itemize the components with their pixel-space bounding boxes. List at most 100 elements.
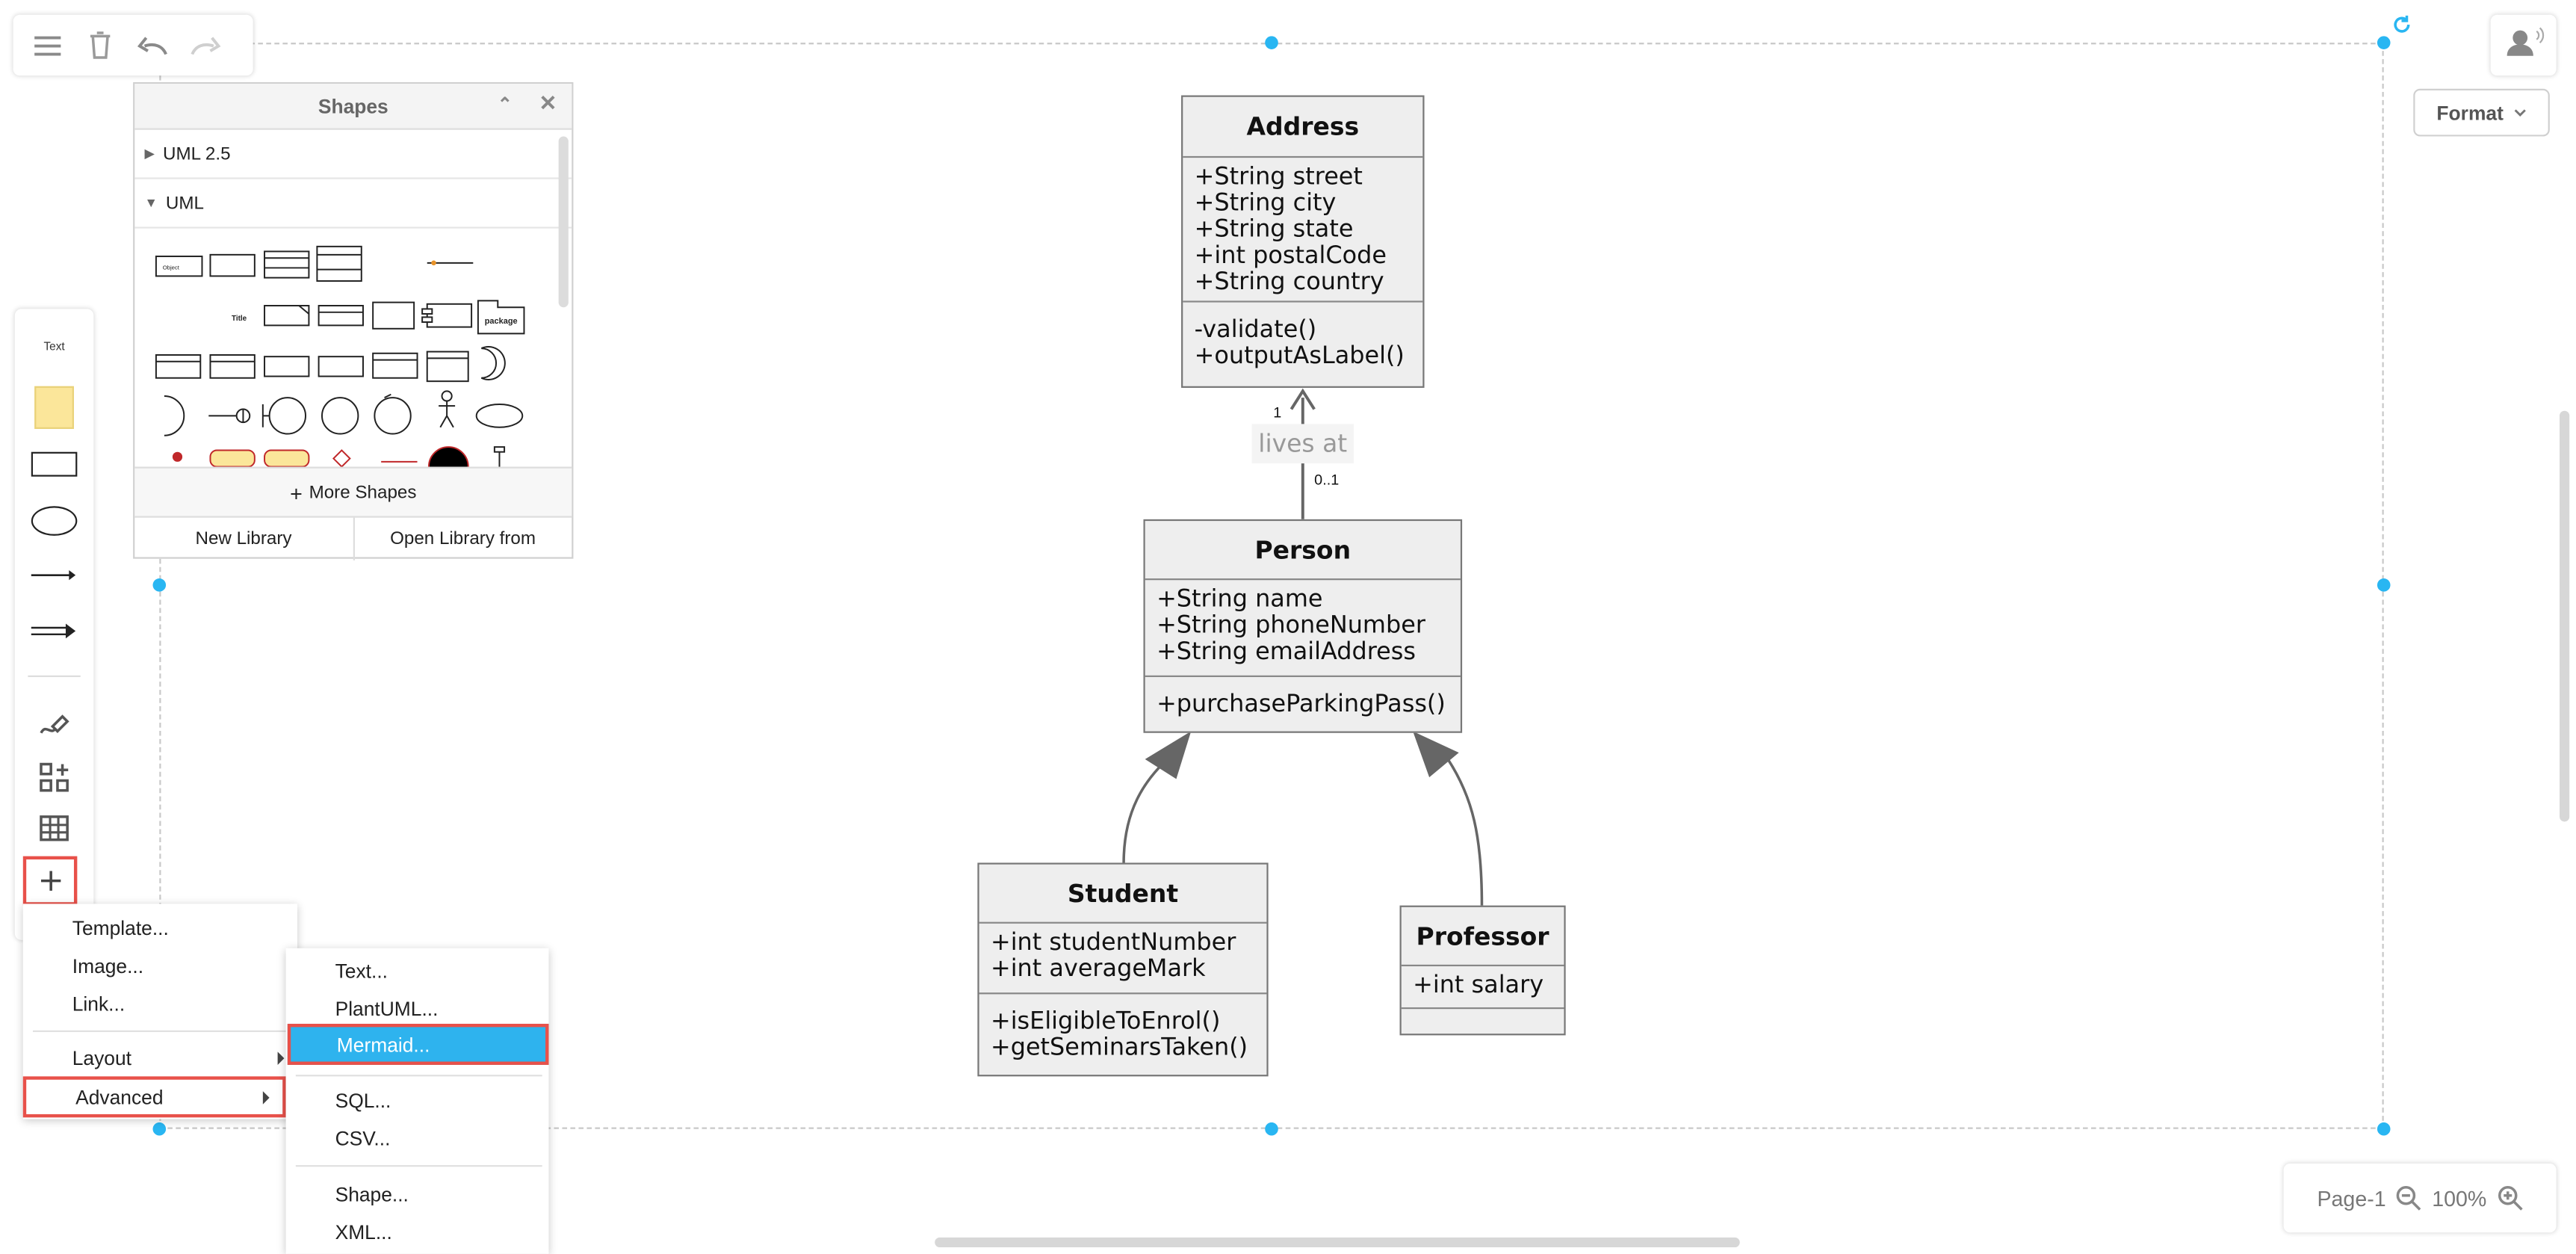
menu-item-csv[interactable]: CSV... [335, 1127, 391, 1151]
menu-item-plantuml[interactable]: PlantUML... [335, 997, 439, 1021]
collapse-arrow-icon: ▼ [144, 195, 158, 211]
line-tool[interactable] [15, 563, 94, 587]
resize-handle-right[interactable] [2377, 578, 2391, 592]
line-arrow-icon [31, 570, 76, 581]
insert-menu: Template... Image... Link... Layout Adva… [22, 904, 298, 1119]
class-person[interactable]: Person +String name +String phoneNumber … [1143, 519, 1463, 733]
rectangle-tool[interactable] [15, 447, 94, 480]
ellipse-tool[interactable] [15, 503, 94, 539]
chevron-down-icon [2514, 109, 2526, 117]
plus-icon: + [290, 481, 303, 506]
shapes-panel-title: Shapes [318, 94, 388, 118]
class-operations [1402, 1009, 1564, 1032]
resize-handle-bottom-right[interactable] [2377, 1122, 2391, 1136]
thumb-label: Object [163, 265, 180, 271]
attribute: +String city [1194, 191, 1337, 217]
shape-thumbnails: Object Title package [134, 230, 558, 549]
sticky-note-icon [34, 386, 74, 429]
insert-button[interactable] [22, 856, 78, 906]
class-operations: +isEligibleToEnrol() +getSeminarsTaken() [979, 994, 1267, 1068]
menu-separator [295, 1165, 542, 1167]
resize-handle-bottom[interactable] [1265, 1122, 1278, 1136]
resize-handle-left[interactable] [152, 578, 167, 592]
library-buttons: New Library Open Library from [134, 516, 572, 560]
class-operations: +purchaseParkingPass() [1145, 677, 1461, 725]
thumb-label: Title [232, 315, 247, 323]
attribute: +String state [1194, 217, 1354, 244]
panel-scrollbar[interactable] [558, 136, 569, 308]
attribute: +int averageMark [990, 956, 1206, 983]
menu-icon[interactable] [26, 24, 69, 67]
collapse-icon[interactable]: ⌃ [497, 95, 513, 115]
association-label[interactable]: lives at [1251, 424, 1354, 464]
rotate-icon[interactable] [2391, 13, 2414, 37]
pen-icon [40, 714, 69, 734]
sticky-note-tool[interactable] [15, 385, 94, 431]
format-button[interactable]: Format [2413, 88, 2550, 137]
zoom-in-icon[interactable] [2497, 1184, 2523, 1211]
zoom-out-icon[interactable] [2396, 1184, 2422, 1211]
class-attributes: +String name +String phoneNumber +String… [1145, 580, 1461, 677]
redo-icon[interactable] [184, 24, 226, 67]
menu-separator [32, 1030, 288, 1032]
menu-item-image[interactable]: Image... [72, 954, 144, 978]
class-student[interactable]: Student +int studentNumber +int averageM… [977, 862, 1269, 1077]
section-uml[interactable]: ▼ UML [134, 179, 572, 229]
resize-handle-bottom-left[interactable] [152, 1122, 167, 1136]
section-label: UML 2.5 [163, 143, 231, 164]
menu-item-shape[interactable]: Shape... [335, 1183, 409, 1207]
section-uml25[interactable]: ▶ UML 2.5 [134, 130, 572, 179]
horizontal-scrollbar[interactable] [935, 1237, 1740, 1248]
shapes-panel: Shapes ⌃ ✕ ▶ UML 2.5 ▼ UML [133, 81, 574, 560]
page-footer: Page-1 100% [2283, 1163, 2557, 1233]
share-button[interactable] [2490, 14, 2557, 76]
double-arrow-tool[interactable] [15, 620, 94, 643]
menu-item-mermaid[interactable]: Mermaid... [287, 1023, 549, 1065]
multiplicity-address: 1 [1273, 404, 1282, 421]
class-professor[interactable]: Professor +int salary [1399, 905, 1566, 1036]
menu-item-text[interactable]: Text... [335, 960, 388, 983]
table-tool[interactable] [15, 810, 94, 846]
class-attributes: +int studentNumber +int averageMark [979, 924, 1267, 995]
class-title: Address [1183, 97, 1423, 158]
menu-item-sql[interactable]: SQL... [335, 1089, 391, 1113]
attribute: +String country [1194, 269, 1384, 296]
class-attributes: +int salary [1401, 966, 1564, 1010]
attribute: +String name [1157, 587, 1323, 614]
rectangle-icon [31, 451, 78, 476]
resize-handle-top-right[interactable] [2377, 36, 2391, 49]
ellipse-icon [31, 506, 78, 536]
menu-item-label: Advanced [75, 1085, 164, 1109]
tool-strip: Text [14, 309, 94, 940]
operation: +purchaseParkingPass() [1157, 691, 1446, 718]
text-tool[interactable]: Text [43, 341, 65, 353]
operation: -validate() [1194, 317, 1317, 344]
class-address[interactable]: Address +String street +String city +Str… [1181, 95, 1425, 388]
menu-separator [295, 1075, 542, 1077]
delete-icon[interactable] [79, 24, 122, 67]
submenu-arrow-icon [277, 1051, 285, 1065]
menu-item-layout[interactable]: Layout [23, 1040, 297, 1076]
page-tab[interactable]: Page-1 [2317, 1185, 2386, 1211]
menu-item-advanced[interactable]: Advanced [22, 1076, 286, 1118]
close-icon[interactable]: ✕ [539, 90, 557, 115]
zoom-level[interactable]: 100% [2432, 1185, 2487, 1211]
freehand-tool[interactable] [15, 707, 94, 743]
add-shapes-icon [40, 762, 69, 792]
class-title: Person [1145, 521, 1461, 581]
shapes-tool[interactable] [15, 759, 94, 795]
menu-item-link[interactable]: Link... [72, 992, 126, 1016]
vertical-scrollbar[interactable] [2560, 410, 2570, 822]
resize-handle-top[interactable] [1265, 36, 1278, 49]
operation: +outputAsLabel() [1194, 343, 1405, 370]
attribute: +String street [1194, 164, 1363, 191]
menu-item-label: Layout [72, 1046, 131, 1070]
open-library-button[interactable]: Open Library from [390, 529, 536, 549]
new-library-button[interactable]: New Library [134, 517, 354, 560]
user-icon [2507, 27, 2545, 56]
undo-icon[interactable] [131, 24, 174, 67]
menu-item-xml[interactable]: XML... [335, 1220, 392, 1244]
more-shapes-button[interactable]: + More Shapes [134, 466, 572, 518]
submenu-arrow-icon [262, 1091, 270, 1105]
menu-item-template[interactable]: Template... [72, 917, 169, 940]
